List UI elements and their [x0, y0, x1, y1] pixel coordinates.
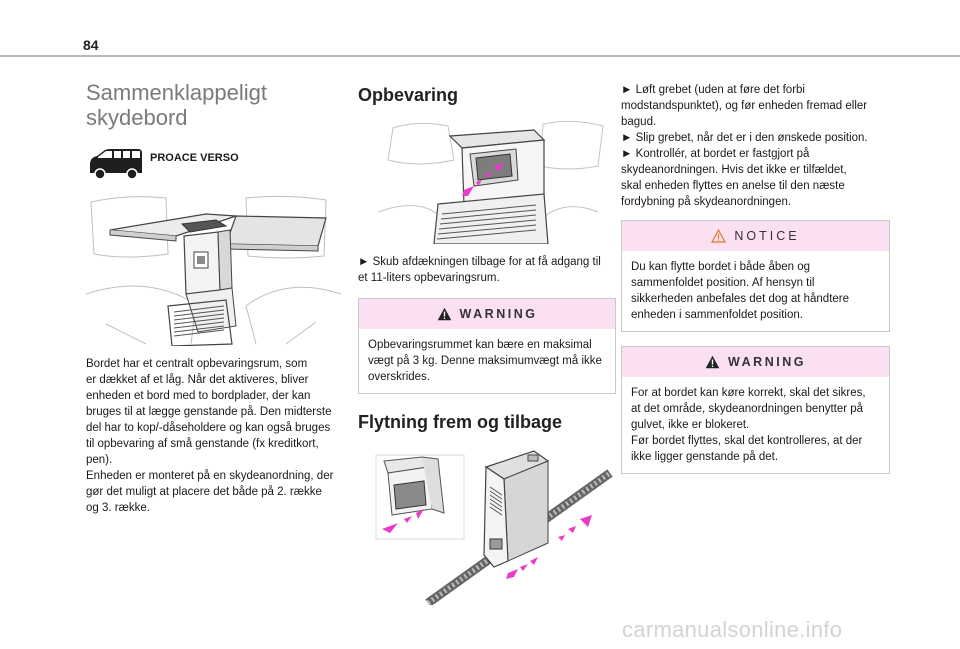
title-line-1: Sammenklappeligt — [86, 80, 267, 105]
instruction-line: modstandspunktet), og før enheden fremad… — [621, 100, 868, 112]
intro-line: Enheden er monteret på en skydeanordning… — [86, 470, 334, 482]
instruction-line: bagud. — [621, 116, 657, 128]
title-line-2: skydebord — [86, 105, 188, 130]
warning-line: vægt på 3 kg. Denne maksimumvægt må ikke — [368, 355, 602, 367]
section-title-sliding: Flytning frem og tilbage — [358, 412, 563, 432]
header-rule — [0, 55, 960, 57]
intro-line: Bordet har et centralt opbevaringsrum, s… — [86, 358, 308, 370]
sliding-instructions: ► Løft grebet (uden at føre det forbi mo… — [621, 82, 890, 210]
notice-label: NOTICE — [734, 229, 800, 243]
instruction-line: skal enheden flyttes en anelse til den n… — [621, 180, 845, 192]
notice-triangle-icon — [711, 229, 727, 243]
notice-body: Du kan flytte bordet i både åben og samm… — [622, 251, 889, 331]
notice-line: enheden i sammenfoldet position. — [631, 309, 803, 321]
warning-triangle-icon — [705, 355, 720, 369]
folding-table-illustration — [86, 195, 341, 346]
van-icon — [90, 149, 142, 180]
warning-label: WARNING — [459, 307, 538, 321]
warning-body: For at bordet kan køre korrekt, skal det… — [622, 377, 889, 473]
instruction-line: skydeanordningen. Hvis det ikke er tilfæ… — [621, 164, 847, 176]
intro-line: er dækket af et låg. Når det aktiveres, … — [86, 374, 309, 386]
notice-box: NOTICE Du kan flytte bordet i både åben … — [621, 220, 890, 332]
instruction-line: ► Kontrollér, at bordet er fastgjort på — [621, 148, 810, 160]
warning-box-sliding: WARNING For at bordet kan køre korrekt, … — [621, 346, 890, 474]
notice-header: NOTICE — [622, 221, 889, 251]
storage-line: ► Skub afdækningen tilbage for at få adg… — [358, 256, 601, 268]
notice-line: sammenfoldet position. Af hensyn til — [631, 277, 815, 289]
notice-line: sikkerheden anbefales det dog at håndter… — [631, 293, 850, 305]
page-number: 84 — [83, 37, 99, 53]
model-label: PROACE VERSO — [150, 152, 239, 164]
warning-header: WARNING — [622, 347, 889, 377]
intro-line: bruges til at lægge genstande på. Den mi… — [86, 406, 332, 418]
right-column: ► Løft grebet (uden at føre det forbi mo… — [621, 80, 890, 474]
warning-line: For at bordet kan køre korrekt, skal det… — [631, 387, 866, 399]
storage-line: et 11-liters opbevaringsrum. — [358, 272, 500, 284]
instruction-line: ► Slip grebet, når det er i den ønskede … — [621, 132, 868, 144]
intro-paragraph: Bordet har et centralt opbevaringsrum, s… — [86, 356, 341, 516]
instruction-line: ► Løft grebet (uden at føre det forbi — [621, 84, 805, 96]
sliding-illustration — [375, 450, 613, 605]
warning-line: Opbevaringsrummet kan bære en maksimal — [368, 339, 592, 351]
warning-triangle-icon — [437, 307, 451, 321]
notice-line: Du kan flytte bordet i både åben og — [631, 261, 811, 273]
intro-line: til opbevaring af små genstande (fx kred… — [86, 438, 319, 450]
storage-instruction: ► Skub afdækningen tilbage for at få adg… — [358, 254, 616, 286]
middle-column: Opbevaring ► Skub afdækningen t — [358, 80, 616, 605]
instruction-line: fordybning på skydeanordningen. — [621, 196, 792, 208]
watermark: carmanualsonline.info — [622, 617, 843, 642]
warning-box-storage: WARNING Opbevaringsrummet kan bære en ma… — [358, 298, 616, 394]
warning-line: Før bordet flyttes, skal det kontrollere… — [631, 435, 863, 447]
intro-line: del har to kop/-dåseholdere og kan også … — [86, 422, 331, 434]
left-column: Sammenklappeligt skydebord PROACE VERSO — [86, 80, 341, 516]
warning-line: ikke ligger genstande på det. — [631, 451, 779, 463]
page-title: Sammenklappeligt skydebord — [86, 80, 341, 130]
warning-line: gulvet, ikke er blokeret. — [631, 419, 750, 431]
intro-line: enheden et bord med to bordplader, der k… — [86, 390, 311, 402]
warning-line: overskrides. — [368, 371, 430, 383]
storage-illustration — [377, 120, 604, 244]
warning-header: WARNING — [359, 299, 615, 329]
warning-label: WARNING — [728, 355, 806, 369]
warning-body: Opbevaringsrummet kan bære en maksimal v… — [359, 329, 615, 393]
warning-line: at det område, skydeanordningen benytter… — [631, 403, 864, 415]
model-row: PROACE VERSO — [86, 148, 341, 180]
intro-line: gør det muligt at placere det både på 2.… — [86, 486, 322, 498]
intro-line: og 3. række. — [86, 502, 150, 514]
section-title-storage: Opbevaring — [358, 85, 459, 105]
intro-line: pen). — [86, 454, 113, 466]
